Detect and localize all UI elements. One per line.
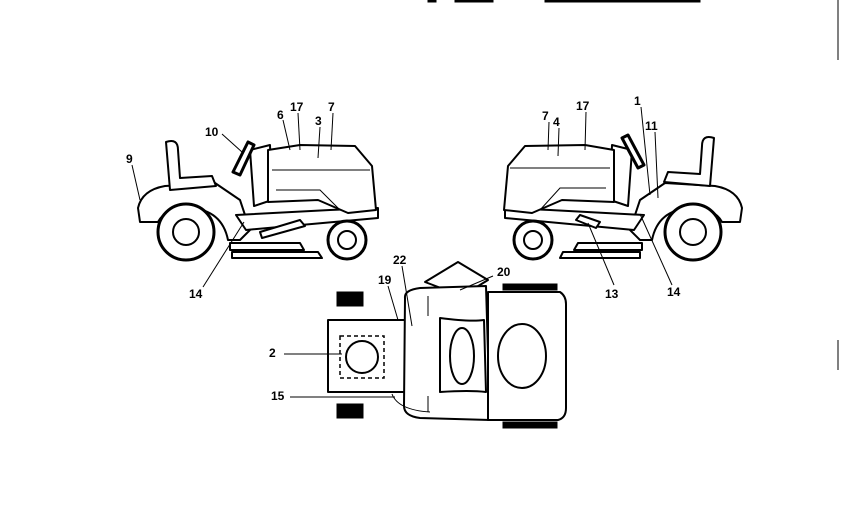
tractor-right-side-view: 7 17 1 4 11 13 14 [503, 94, 743, 301]
callout-11-right: 11 [645, 119, 658, 133]
callout-1-right: 1 [634, 94, 641, 108]
callout-15-top: 15 [271, 389, 285, 403]
callout-4-right: 4 [553, 115, 560, 129]
callout-9-left: 9 [126, 152, 133, 166]
callout-7-right: 7 [542, 109, 549, 123]
header-fragment [427, 0, 839, 370]
tractor-left-side-view: 17 7 6 3 10 9 14 [126, 100, 379, 301]
callout-2-top: 2 [269, 346, 276, 360]
callout-17-left: 17 [290, 100, 304, 114]
callout-6-left: 6 [277, 108, 284, 122]
callout-17-right: 17 [576, 99, 590, 113]
callout-13-right: 13 [605, 287, 619, 301]
tractor-top-view: 22 20 19 2 15 [269, 253, 567, 429]
callout-14-left: 14 [189, 287, 203, 301]
callout-20-top: 20 [497, 265, 511, 279]
callout-22-top: 22 [393, 253, 407, 267]
callout-19-top: 19 [378, 273, 392, 287]
callout-3-left: 3 [315, 114, 322, 128]
rear-tire-top [336, 291, 364, 307]
callout-14-right: 14 [667, 285, 681, 299]
rear-tire-bottom [336, 403, 364, 419]
callout-10-left: 10 [205, 125, 219, 139]
callout-7-left: 7 [328, 100, 335, 114]
